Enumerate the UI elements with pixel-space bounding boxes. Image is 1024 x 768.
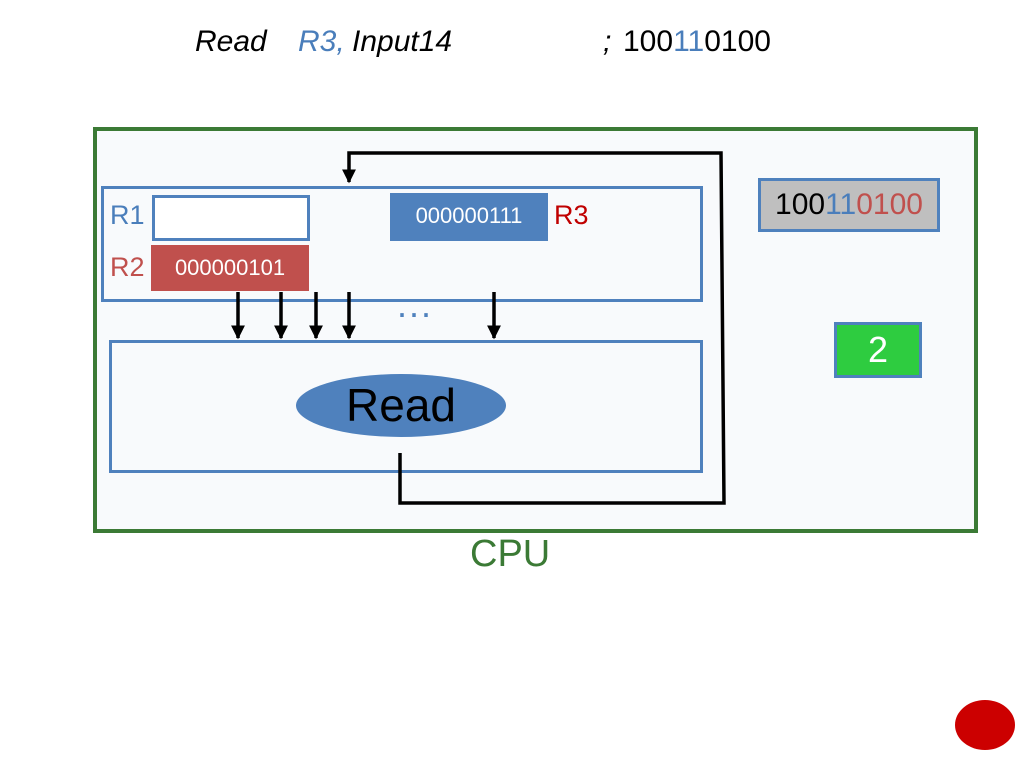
register-r1-label: R1: [110, 200, 145, 230]
instruction-register: R3,: [298, 25, 345, 58]
ir-part-operand: 0100: [856, 188, 923, 221]
register-r2-cell: 000000101: [151, 245, 309, 291]
instruction-opcode: Read: [195, 25, 267, 58]
instruction-comment-marker: ;: [603, 25, 612, 58]
register-r1-cell: [152, 195, 310, 241]
instruction-register-box: 100110100: [758, 178, 940, 232]
ir-part-register: 11: [825, 188, 857, 221]
instruction-operand: Input14: [352, 25, 453, 58]
more-registers-ellipsis: ...: [397, 284, 434, 325]
register-r3-cell: 000000111: [390, 193, 548, 241]
program-counter: 2: [834, 322, 922, 378]
code-part-opcode: 100: [623, 25, 674, 58]
code-part-operand: 0100: [704, 25, 771, 58]
register-r3-label: R3: [554, 200, 589, 230]
cpu-label: CPU: [470, 533, 551, 575]
alu-operation: Read: [296, 374, 506, 437]
register-r2-label: R2: [110, 252, 145, 282]
ir-part-opcode: 100: [775, 188, 826, 221]
next-button[interactable]: [955, 700, 1015, 750]
code-part-register: 11: [673, 25, 705, 58]
instruction-machine-code: 100110100: [623, 22, 771, 62]
